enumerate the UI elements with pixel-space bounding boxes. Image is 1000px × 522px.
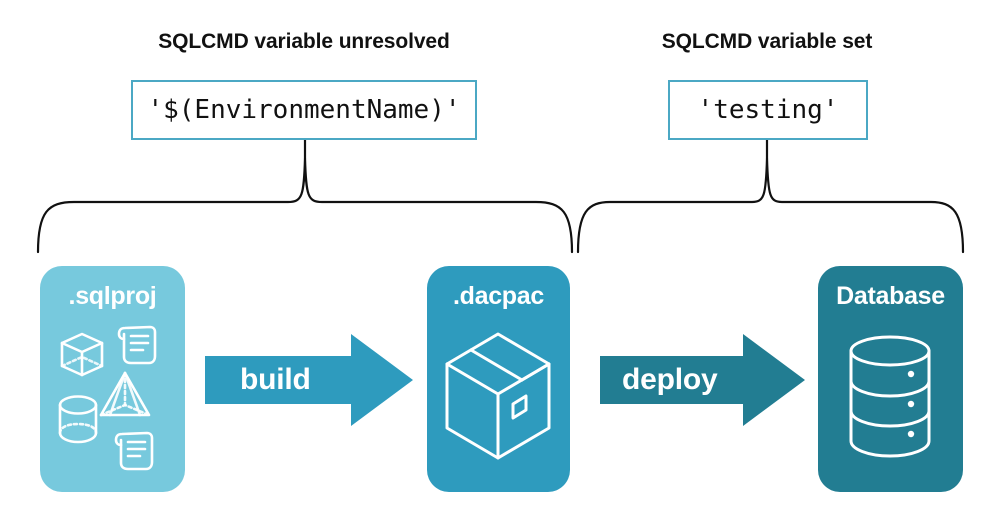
- package-box-icon: [445, 332, 551, 460]
- scroll-icon: [117, 325, 157, 365]
- arrow-build-shape: [205, 334, 413, 426]
- brace-left: [36, 157, 574, 254]
- database-artwork: [849, 335, 931, 458]
- dacpac-artwork: [445, 332, 551, 460]
- sqlproj-artwork: [58, 325, 157, 471]
- arrow-build-label: build: [240, 363, 311, 396]
- scroll-icon: [114, 431, 154, 471]
- arrow-deploy-shape: [600, 334, 805, 426]
- heading-variable-set: SQLCMD variable set: [661, 30, 873, 53]
- node-sqlproj-label: .sqlproj: [68, 282, 157, 310]
- arrow-build: build: [205, 330, 413, 430]
- node-dacpac-label: .dacpac: [452, 282, 544, 310]
- cube-icon: [60, 332, 104, 377]
- brace-right: [576, 157, 965, 254]
- brace-group: [36, 140, 965, 254]
- node-dacpac: .dacpac: [427, 266, 570, 492]
- code-box-testing: 'testing': [668, 80, 868, 140]
- pyramid-icon: [99, 371, 151, 417]
- cylinder-icon: [58, 395, 98, 444]
- code-box-environment-name: '$(EnvironmentName)': [131, 80, 477, 140]
- heading-variable-unresolved: SQLCMD variable unresolved: [158, 30, 450, 53]
- database-cylinder-icon: [849, 335, 931, 458]
- arrow-deploy: deploy: [600, 330, 805, 430]
- node-database-label: Database: [836, 282, 945, 310]
- node-sqlproj: .sqlproj: [40, 266, 185, 492]
- arrow-deploy-label: deploy: [622, 363, 718, 396]
- node-database: Database: [818, 266, 963, 492]
